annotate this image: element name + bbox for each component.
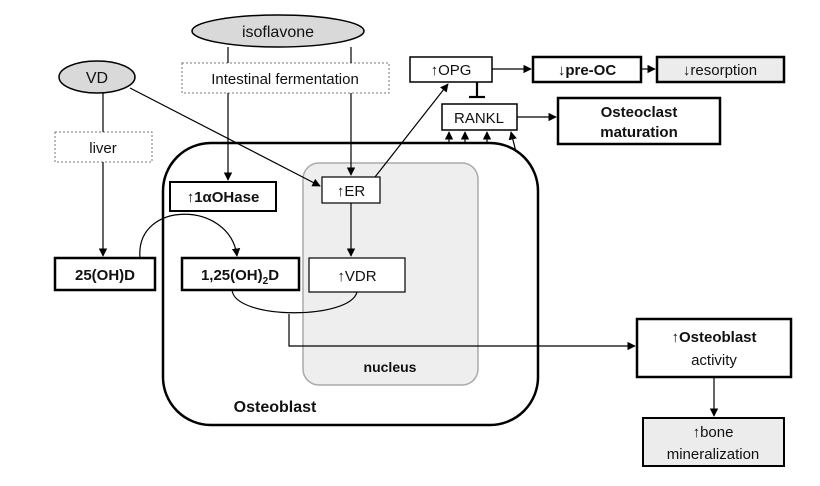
- osteoblast-activity-line1: ↑Osteoblast: [671, 329, 756, 346]
- liver-label: liver: [89, 140, 117, 157]
- liver-box: [54, 131, 153, 163]
- osteoblast-activity-box: [635, 317, 793, 379]
- d25-label: 25(OH)D: [75, 267, 135, 284]
- bone-mineralization-line2: mineralization: [667, 446, 760, 463]
- osteoclast-maturation-line1: Osteoclast: [601, 104, 678, 121]
- resorption-box: [655, 55, 786, 84]
- vd-label: VD: [86, 70, 108, 87]
- nucleus-label: nucleus: [364, 359, 417, 375]
- er-label: ↑ER: [337, 183, 366, 200]
- d25-to-d125-curve-arrow: [139, 213, 241, 259]
- vd-node: [58, 60, 136, 94]
- d25-box: [53, 256, 157, 292]
- rankl-box: [441, 103, 518, 131]
- osteoclast-maturation-box: [556, 96, 722, 146]
- intestinal-fermentation-label: Intestinal fermentation: [211, 71, 359, 88]
- d125-label: 1,25(OH)2D: [201, 267, 279, 287]
- intestinal-fermentation-box: [181, 62, 390, 94]
- osteoblast-to-rankl-arrow-4: [508, 131, 517, 153]
- rankl-label: RANKL: [454, 110, 504, 127]
- osteoblast-activity-line2: activity: [691, 352, 737, 369]
- d125-box: [180, 256, 301, 292]
- vdr-d125-joining-curve: [231, 289, 358, 314]
- opg-label: ↑OPG: [431, 62, 472, 79]
- to-osteoblast-activity-arrow: [288, 314, 636, 351]
- one-alpha-ohase-box: [169, 181, 277, 212]
- osteoblast-label: Osteoblast: [234, 399, 317, 416]
- pre-oc-label: ↓pre-OC: [558, 62, 617, 79]
- bone-mineralization-line1: ↑bone: [693, 424, 734, 441]
- resorption-label: ↓resorption: [683, 62, 757, 79]
- one-alpha-ohase-label: ↑1αOHase: [187, 189, 260, 206]
- vdr-label: ↑VDR: [337, 268, 376, 285]
- er-to-opg-arrow: [374, 83, 449, 178]
- isoflavone-node: [191, 14, 365, 48]
- isoflavone-label: isoflavone: [242, 24, 314, 41]
- vdr-box: [308, 257, 406, 293]
- er-box: [321, 176, 381, 204]
- pre-oc-box: [531, 55, 643, 84]
- bone-mineralization-box: [642, 417, 785, 467]
- vd-to-er-arrow: [129, 87, 321, 187]
- osteoclast-maturation-line2: maturation: [600, 124, 678, 141]
